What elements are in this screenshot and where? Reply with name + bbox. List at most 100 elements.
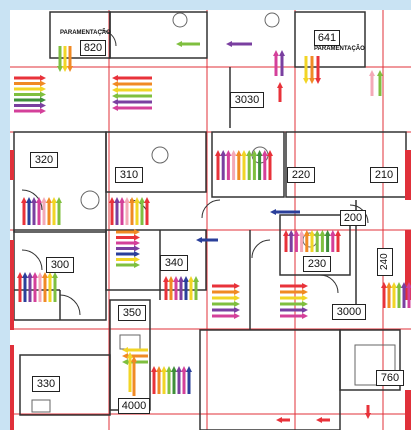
flow-arrow [52, 272, 58, 302]
flow-arrow [139, 197, 145, 225]
flow-arrow [112, 99, 152, 105]
flow-arrow [62, 46, 68, 72]
room-label-760: 760 [376, 370, 404, 386]
room-label-230: 230 [303, 256, 331, 272]
flow-arrow [178, 276, 184, 300]
flow-arrow [273, 50, 279, 76]
flow-arrow [161, 366, 167, 394]
flow-arrow [57, 46, 63, 72]
note-paramentacao-right: PARAMENTAÇÃO [314, 46, 365, 52]
room-label-3030: 3030 [230, 92, 264, 108]
flow-arrow [230, 150, 237, 180]
flow-arrow [280, 301, 308, 307]
room-label-320: 320 [30, 152, 58, 168]
flow-arrow [396, 282, 402, 308]
note-paramentacao-left: PARAMENTAÇÃO [60, 30, 111, 36]
flow-arrow [17, 272, 23, 302]
flow-arrow [14, 80, 46, 87]
flow-arrow [319, 230, 326, 252]
room-label-210: 210 [370, 167, 398, 183]
flow-arrow [181, 366, 187, 394]
flow-arrow [166, 366, 172, 394]
flow-arrow [406, 282, 411, 308]
flow-arrow [391, 282, 397, 308]
flow-arrow [188, 276, 194, 300]
room-label-3000: 3000 [332, 304, 366, 320]
flow-arrow [186, 366, 192, 394]
flow-arrow [401, 282, 407, 308]
flow-arrow [151, 366, 157, 394]
flow-arrow [277, 82, 283, 102]
flow-arrow [280, 283, 308, 289]
flow-arrow [212, 313, 240, 319]
flow-arrow [309, 230, 315, 252]
flow-arrow [14, 75, 46, 81]
flow-arrow [303, 230, 310, 252]
flow-arrow [32, 272, 38, 302]
room-label-350: 350 [118, 305, 146, 321]
flow-arrow [176, 366, 182, 394]
flow-arrow [386, 282, 392, 308]
flow-arrow [156, 366, 162, 394]
room-label-820: 820 [80, 40, 106, 56]
flow-arrow [270, 209, 300, 215]
flow-arrow [36, 197, 42, 225]
flow-arrow [283, 230, 289, 252]
flow-arrow [280, 307, 308, 313]
flow-arrow [21, 197, 27, 225]
flow-arrow [112, 105, 152, 111]
flow-arrow [329, 230, 336, 252]
flow-arrow [109, 197, 115, 225]
flow-arrow [215, 150, 221, 180]
flow-arrow [365, 405, 371, 419]
room-label-300: 300 [46, 257, 74, 273]
flow-arrow [225, 150, 232, 180]
flow-arrow [116, 256, 140, 263]
flow-arrow [46, 197, 52, 225]
flow-arrow [116, 240, 140, 246]
flow-arrow [173, 276, 179, 300]
flow-arrow [212, 295, 240, 301]
flow-arrow [124, 197, 130, 225]
flow-arrow [47, 272, 53, 302]
flow-arrow [14, 86, 46, 92]
flow-arrow [163, 276, 169, 300]
flow-arrow [26, 197, 32, 225]
flow-arrow [131, 356, 137, 396]
flow-arrow [31, 197, 37, 225]
flow-arrow [267, 150, 273, 180]
flow-arrow [193, 276, 199, 300]
flow-arrow [303, 56, 309, 84]
flow-arrow [51, 197, 57, 225]
flow-arrow [212, 307, 240, 313]
flow-arrow [261, 150, 268, 180]
room-label-220: 220 [287, 167, 315, 183]
flow-arrow [298, 230, 305, 252]
flow-arrow [129, 197, 135, 225]
flow-arrow [280, 295, 308, 301]
flow-arrow [112, 81, 152, 87]
flow-arrow [116, 262, 140, 268]
flow-arrow [280, 289, 308, 295]
flow-arrow [14, 97, 46, 103]
flow-arrow [144, 197, 150, 225]
flow-arrow [41, 197, 47, 225]
flow-arrow [119, 197, 125, 225]
flow-arrow [176, 41, 200, 47]
flow-arrow [280, 313, 308, 319]
flow-arrow [212, 283, 240, 289]
flow-arrow [196, 237, 218, 243]
flow-arrow [134, 197, 140, 225]
flow-arrow [14, 91, 46, 98]
flow-arrow [116, 229, 140, 235]
flow-arrow [112, 75, 152, 81]
room-label-330: 330 [32, 376, 60, 392]
flow-arrow [256, 150, 263, 180]
flow-arrow [116, 251, 140, 257]
flow-arrow [112, 93, 152, 99]
flow-arrow [381, 282, 387, 308]
flow-arrow [14, 108, 46, 114]
flow-arrow [226, 41, 252, 47]
circulation-arrows [14, 41, 411, 423]
room-label-200: 200 [340, 210, 366, 226]
